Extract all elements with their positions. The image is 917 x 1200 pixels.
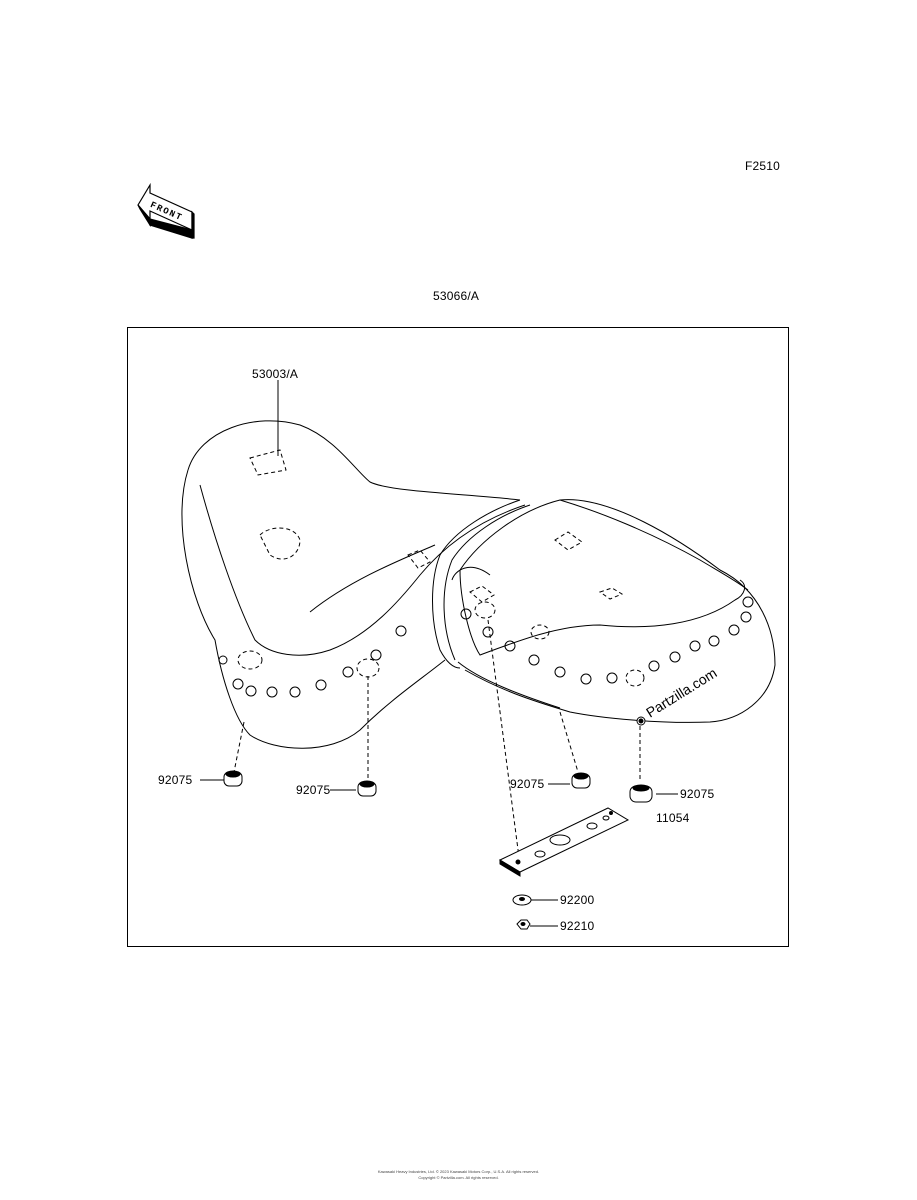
damper-part-number-center-left[interactable]: 92075 [296,783,331,797]
watermark-text: Partzilla.com [643,665,719,721]
diagram-frame [127,327,789,947]
front-arrow-icon: FRONT [137,182,195,239]
damper-icons [223,716,653,803]
damper-part-number-center-right[interactable]: 92075 [510,777,545,791]
footer-line-1: Kawasaki Heavy Industries, Ltd. © 2023 K… [377,1169,540,1174]
footer-line-2: Copyright © Partzilla.com. All rights re… [418,1175,499,1180]
bracket-icon [498,807,630,877]
washer-part-number[interactable]: 92200 [560,893,595,907]
rider-seat-outline [187,420,521,501]
assembly-part-number: 53066/A [433,289,480,303]
figure-code: F2510 [745,159,781,173]
damper-part-number-right[interactable]: 92075 [680,787,715,801]
damper-part-number-left[interactable]: 92075 [158,773,193,787]
washer-icon [512,894,532,906]
seat-studs [218,596,754,698]
nut-icon [516,919,531,930]
seat-cover-part-number[interactable]: 53003/A [252,367,299,381]
bracket-part-number[interactable]: 11054 [656,811,690,825]
nut-part-number[interactable]: 92210 [560,919,595,933]
